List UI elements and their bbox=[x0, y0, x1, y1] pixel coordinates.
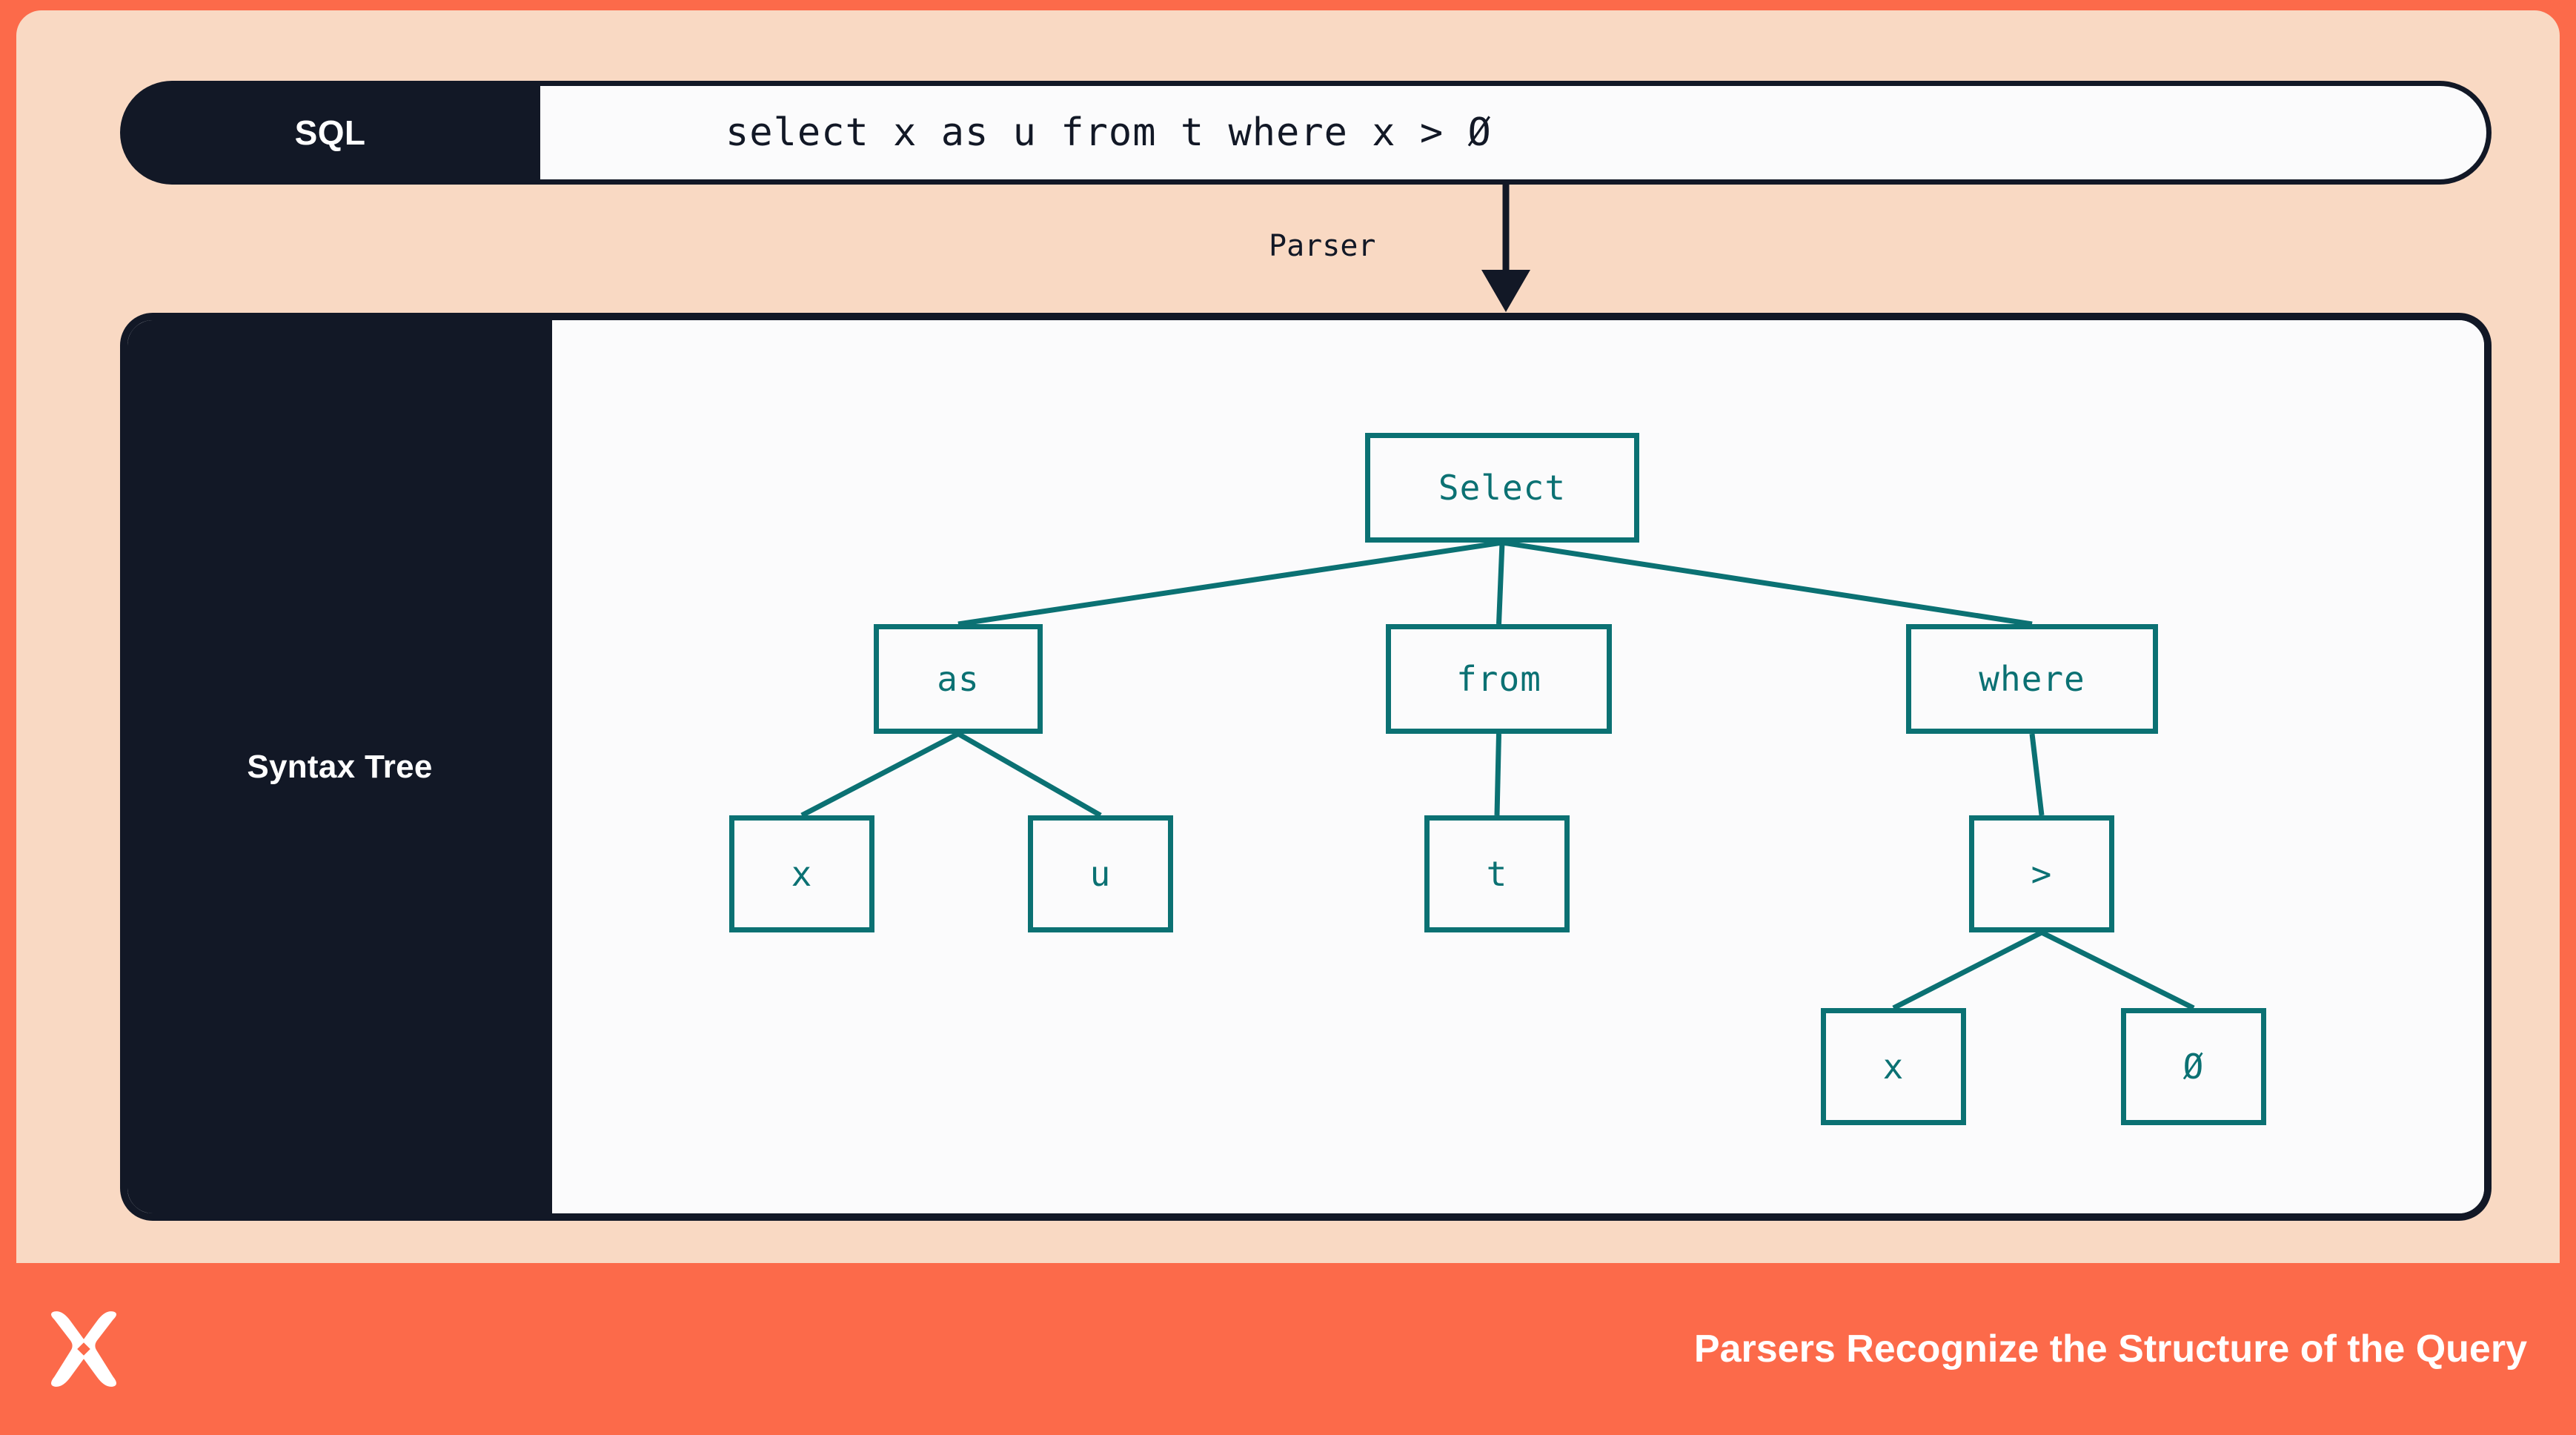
syntax-tree-label: Syntax Tree bbox=[247, 748, 433, 785]
tree-node-label: > bbox=[2031, 854, 2053, 894]
tree-edge bbox=[1892, 929, 2043, 1011]
tree-node-gt[interactable]: > bbox=[1969, 815, 2114, 932]
sql-label: SQL bbox=[294, 113, 366, 152]
tree-node-label: t bbox=[1486, 854, 1508, 894]
diagram-canvas: SQL select x as u from t where x > Ø Par… bbox=[16, 10, 2560, 1263]
tree-node-from[interactable]: from bbox=[1386, 624, 1612, 734]
tree-node-where[interactable]: where bbox=[1906, 624, 2158, 734]
tree-node-label: from bbox=[1456, 659, 1541, 699]
tree-node-as[interactable]: as bbox=[874, 624, 1043, 734]
tree-edge bbox=[2040, 929, 2195, 1011]
tree-edge bbox=[1494, 733, 1501, 816]
tree-node-zero[interactable]: Ø bbox=[2121, 1008, 2266, 1125]
tree-node-label: as bbox=[937, 659, 980, 699]
tree-edge bbox=[957, 731, 1102, 818]
tree-node-label: where bbox=[1979, 659, 2085, 699]
tree-edge bbox=[800, 731, 960, 818]
tree-node-u[interactable]: u bbox=[1028, 815, 1173, 932]
sql-input-row: SQL select x as u from t where x > Ø bbox=[120, 81, 2492, 185]
tree-edge bbox=[2029, 733, 2045, 816]
brand-x-logo-icon bbox=[51, 1311, 116, 1387]
tree-node-label: Select bbox=[1438, 468, 1567, 508]
tree-edge bbox=[1501, 540, 2033, 627]
tree-node-select[interactable]: Select bbox=[1365, 433, 1639, 543]
tree-node-label: x bbox=[1882, 1047, 1905, 1087]
tree-node-label: Ø bbox=[2182, 1047, 2205, 1087]
tree-edges bbox=[800, 540, 2195, 1011]
tree-edge bbox=[957, 540, 1503, 627]
parser-step-label: Parser bbox=[1269, 229, 1376, 263]
tree-node-x1[interactable]: x bbox=[729, 815, 874, 932]
tree-node-label: x bbox=[791, 854, 813, 894]
tree-node-label: u bbox=[1089, 854, 1112, 894]
tree-edge bbox=[1496, 542, 1505, 625]
syntax-tree-sidebar: Syntax Tree bbox=[127, 320, 552, 1213]
tree-node-t[interactable]: t bbox=[1424, 815, 1570, 932]
footer-bar: Parsers Recognize the Structure of the Q… bbox=[0, 1263, 2576, 1435]
down-arrow-icon bbox=[1481, 185, 1530, 312]
sql-query-text: select x as u from t where x > Ø bbox=[726, 110, 1492, 155]
footer-caption: Parsers Recognize the Structure of the Q… bbox=[1693, 1328, 2527, 1371]
tree-node-x2[interactable]: x bbox=[1821, 1008, 1966, 1125]
sql-query-field[interactable]: select x as u from t where x > Ø bbox=[540, 86, 2486, 179]
